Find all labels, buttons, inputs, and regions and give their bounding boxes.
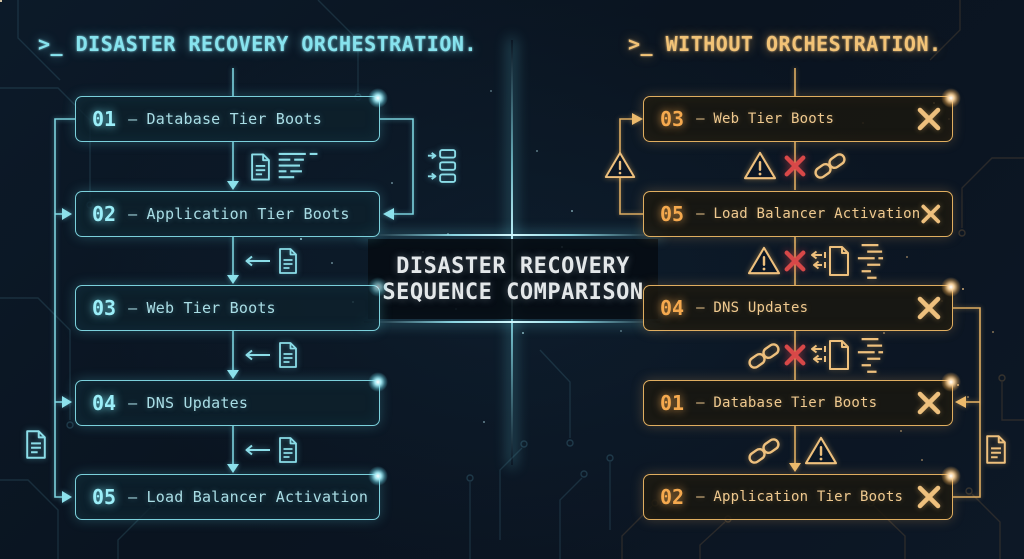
orchestrated-step-05: 05 — Load Balancer Activation <box>75 466 388 520</box>
step-label: — Load Balancer Activation <box>128 488 369 506</box>
jumbled-log-icon <box>856 336 884 374</box>
unorchestrated-step-01: 01 — Database Tier Boots <box>643 372 961 426</box>
warning-triangle-icon <box>804 436 838 466</box>
center-bottom-beam <box>364 321 660 323</box>
document-icon <box>985 435 1007 464</box>
unorchestrated-panel-title: >_ WITHOUT ORCHESTRATION. <box>628 32 942 56</box>
unorchestrated-step-02: 02 — Application Tier Boots <box>643 466 961 520</box>
step-label: — Load Balancer Activation <box>696 206 921 222</box>
step-number: 03 <box>92 296 117 320</box>
center-headline-line1: DISASTER RECOVERY <box>396 253 630 279</box>
step-number: 01 <box>660 391 685 415</box>
log-lines-icon <box>278 151 322 182</box>
step-number: 05 <box>660 202 685 226</box>
failed-x-icon <box>916 106 942 132</box>
unorchestrated-step-04: 04 — DNS Updates <box>643 277 961 331</box>
arrow-left-icon <box>243 349 271 361</box>
unorchestrated-step-03: 03 — Web Tier Boots <box>643 88 961 142</box>
document-icon <box>278 437 298 463</box>
failed-x-icon <box>916 390 942 416</box>
step-label: — Database Tier Boots <box>128 110 322 128</box>
center-headline: DISASTER RECOVERY SEQUENCE COMPARISON <box>368 239 658 319</box>
step-label: — Web Tier Boots <box>696 111 835 127</box>
step-number: 03 <box>660 107 685 131</box>
step-label: — DNS Updates <box>696 300 809 316</box>
orchestrated-panel-title: >_ DISASTER RECOVERY ORCHESTRATION. <box>38 32 477 56</box>
error-x-icon <box>784 155 806 177</box>
orchestrated-step-03: 03 — Web Tier Boots <box>75 277 388 331</box>
doc-transfer-icon <box>810 340 852 372</box>
step-label: — Application Tier Boots <box>696 489 904 505</box>
document-icon <box>25 430 47 459</box>
arrow-left-icon <box>243 444 271 456</box>
doc-transfer-icon <box>810 246 852 278</box>
sequence-queue-icon <box>427 149 457 183</box>
chain-link-icon <box>746 340 782 372</box>
chain-link-icon <box>746 435 782 467</box>
step-label: — Application Tier Boots <box>128 205 350 223</box>
warning-triangle-icon <box>604 151 636 180</box>
center-headline-line2: SEQUENCE COMPARISON <box>382 279 644 305</box>
step-label: — Web Tier Boots <box>128 299 276 317</box>
error-x-icon <box>784 344 806 366</box>
warning-triangle-icon <box>743 151 777 181</box>
step-number: 04 <box>92 391 117 415</box>
step-number: 04 <box>660 296 685 320</box>
step-number: 02 <box>660 485 685 509</box>
center-top-beam <box>364 234 660 236</box>
document-icon <box>278 248 298 274</box>
orchestrated-step-02: 02 — Application Tier Boots <box>75 191 380 237</box>
step-number: 05 <box>92 485 117 509</box>
document-icon <box>278 342 298 368</box>
star-dust-amber <box>0 0 2 2</box>
orchestrated-step-01: 01 — Database Tier Boots <box>75 88 388 142</box>
step-label: — DNS Updates <box>128 394 249 412</box>
unorchestrated-step-05: 05 — Load Balancer Activation <box>643 191 953 237</box>
orchestrated-step-04: 04 — DNS Updates <box>75 372 388 426</box>
step-number: 01 <box>92 107 117 131</box>
warning-triangle-icon <box>747 246 781 276</box>
failed-x-icon <box>920 201 942 227</box>
chain-link-icon <box>812 150 848 182</box>
step-number: 02 <box>92 202 117 226</box>
jumbled-log-icon <box>856 242 884 280</box>
arrow-left-icon <box>243 255 271 267</box>
failed-x-icon <box>916 484 942 510</box>
step-label: — Database Tier Boots <box>696 395 878 411</box>
failed-x-icon <box>916 295 942 321</box>
document-icon <box>250 153 271 181</box>
error-x-icon <box>784 250 806 272</box>
